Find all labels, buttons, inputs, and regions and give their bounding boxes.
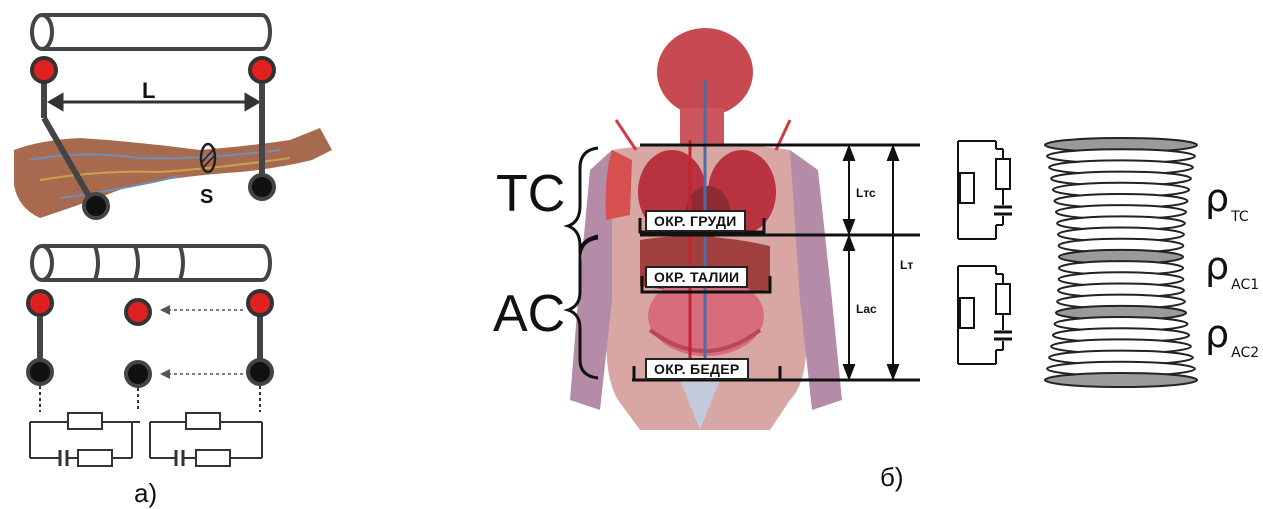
electrode-red-1 — [28, 291, 52, 315]
cross-section-label: S — [200, 186, 213, 209]
equivalent-circuit-b — [958, 141, 1012, 364]
measure-electrode-left — [84, 194, 108, 218]
disc-22 — [1045, 373, 1197, 387]
disc-stack-model — [1045, 138, 1197, 387]
hip-circumference-label: ОКР. БЕДЕР — [645, 358, 749, 380]
equivalent-circuit-a — [30, 386, 262, 466]
length-label: L — [142, 78, 155, 104]
electrode-black-3 — [248, 360, 272, 384]
cylinder-model-top — [32, 15, 270, 49]
panel-b-caption: б) — [880, 462, 904, 493]
cylinder-model-segmented — [32, 246, 270, 280]
group-ac-label: AC — [493, 284, 565, 344]
panel-a — [14, 15, 332, 466]
current-electrode-left — [32, 58, 56, 82]
lac-dimension-label: Lас — [856, 302, 877, 316]
measure-electrode-right — [250, 175, 274, 199]
lt-dimension-label: Lт — [900, 258, 913, 272]
segment-electrodes — [28, 291, 272, 386]
panel-a-caption: а) — [134, 478, 157, 509]
electrode-red-2 — [126, 300, 150, 324]
waist-circumference-label: ОКР. ТАЛИИ — [645, 266, 748, 288]
group-tc-label: TC — [496, 164, 565, 224]
ltc-dimension-label: Lтс — [856, 186, 876, 200]
electrode-red-3 — [248, 291, 272, 315]
arm-illustration — [14, 128, 332, 218]
current-electrode-right — [250, 58, 274, 82]
dimension-arrows — [844, 147, 898, 378]
electrode-black-1 — [28, 360, 52, 384]
chest-circumference-label: ОКР. ГРУДИ — [645, 210, 746, 232]
electrode-black-2 — [126, 362, 150, 386]
